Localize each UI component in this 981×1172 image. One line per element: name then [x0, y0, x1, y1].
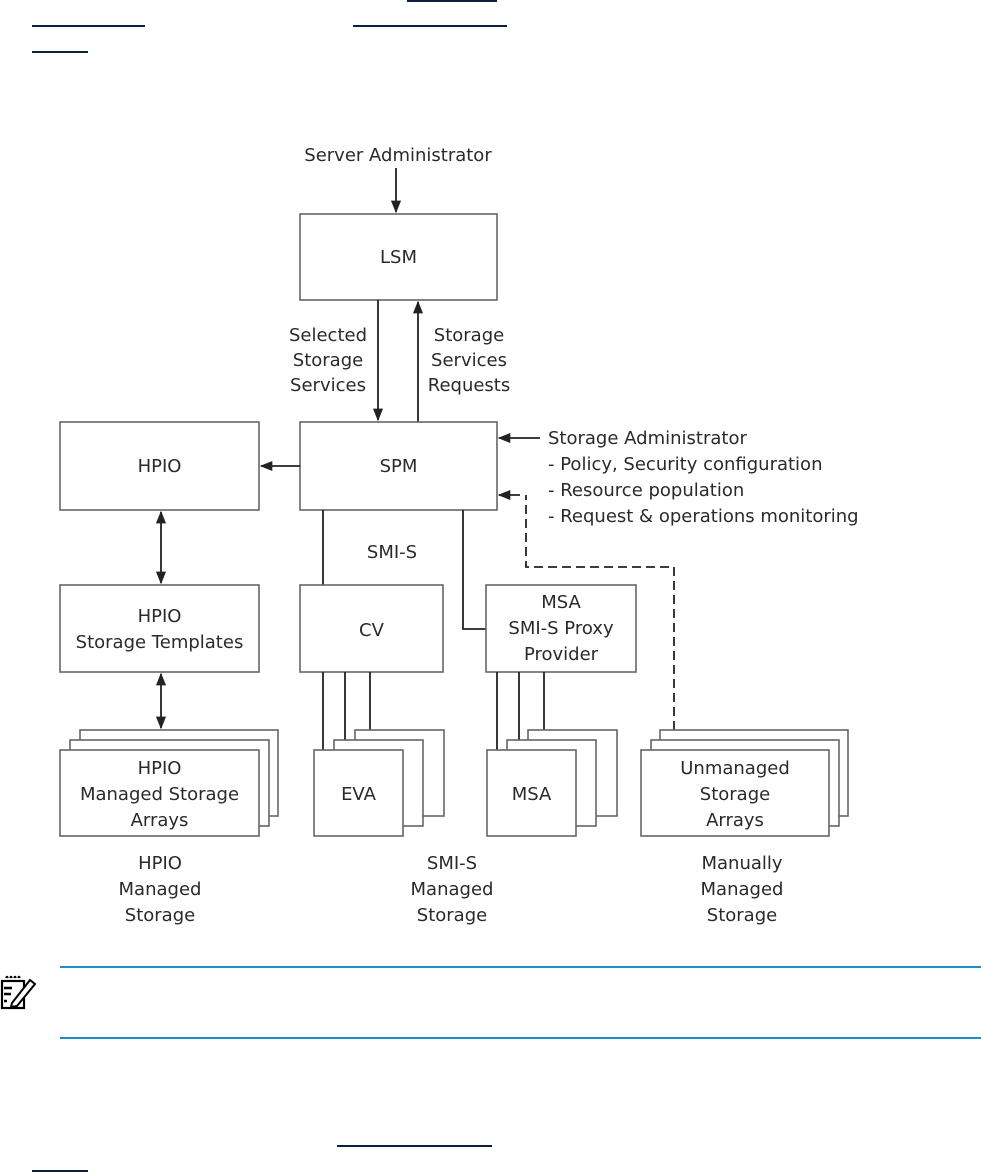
server-administrator-label: Server Administrator	[304, 145, 492, 166]
svg-text:Managed: Managed	[119, 879, 202, 900]
svg-text:- Request & operations monitor: - Request & operations monitoring	[548, 506, 859, 527]
smi-s-label: SMI-S	[367, 542, 417, 563]
selected-storage-services-label: Selected Storage Services	[289, 325, 367, 396]
svg-text:Storage: Storage	[434, 325, 504, 346]
link-underline[interactable]	[407, 0, 497, 2]
eva-stack: EVA	[313, 729, 445, 837]
svg-text:Managed: Managed	[701, 879, 784, 900]
lsm-box: LSM	[299, 213, 498, 301]
link-underline[interactable]	[32, 1170, 88, 1172]
svg-text:HPIO: HPIO	[138, 853, 182, 874]
svg-text:Storage: Storage	[707, 905, 777, 926]
storage-administrator-label: Storage Administrator - Policy, Security…	[548, 428, 859, 527]
note-top-rule	[60, 966, 981, 968]
svg-text:Provider: Provider	[524, 644, 599, 665]
unmanaged-storage-arrays-stack: Unmanaged Storage Arrays	[640, 729, 849, 837]
link-underline[interactable]	[32, 51, 88, 53]
hpio-storage-templates-box: HPIO Storage Templates	[59, 584, 260, 673]
svg-text:EVA: EVA	[341, 784, 377, 805]
hpio-box: HPIO	[59, 421, 260, 511]
svg-text:Services: Services	[290, 375, 366, 396]
lsm-label: LSM	[380, 247, 417, 268]
svg-text:Managed: Managed	[411, 879, 494, 900]
svg-text:Manually: Manually	[701, 853, 782, 874]
spm-box: SPM	[299, 421, 498, 511]
svg-text:Storage: Storage	[125, 905, 195, 926]
svg-text:Unmanaged: Unmanaged	[680, 758, 790, 779]
svg-text:- Resource population: - Resource population	[548, 480, 744, 501]
svg-text:Storage: Storage	[700, 784, 770, 805]
smi-s-managed-storage-caption: SMI-S Managed Storage	[411, 853, 494, 926]
svg-text:MSA: MSA	[512, 784, 552, 805]
spm-label: SPM	[380, 456, 418, 477]
svg-text:SMI-S: SMI-S	[427, 853, 477, 874]
link-underline[interactable]	[32, 25, 145, 27]
svg-text:CV: CV	[359, 620, 385, 641]
svg-text:Managed Storage: Managed Storage	[80, 784, 239, 805]
svg-text:MSA: MSA	[541, 592, 581, 613]
msa-smi-s-proxy-provider-box: MSA SMI-S Proxy Provider	[485, 584, 637, 673]
link-underline[interactable]	[353, 25, 507, 27]
svg-text:Services: Services	[431, 350, 507, 371]
storage-services-requests-label: Storage Services Requests	[428, 325, 511, 396]
svg-text:Requests: Requests	[428, 375, 511, 396]
hpio-label: HPIO	[138, 456, 182, 477]
hpio-managed-storage-caption: HPIO Managed Storage	[119, 853, 202, 926]
svg-text:Selected: Selected	[289, 325, 367, 346]
manually-managed-storage-caption: Manually Managed Storage	[701, 853, 784, 926]
spm-to-msa-proxy-line	[462, 510, 486, 630]
svg-text:HPIO: HPIO	[138, 758, 182, 779]
svg-text:SMI-S Proxy: SMI-S Proxy	[508, 618, 614, 639]
svg-text:Storage Templates: Storage Templates	[76, 632, 244, 653]
note-bottom-rule	[60, 1037, 981, 1039]
svg-text:- Policy, Security configurati: - Policy, Security configuration	[548, 454, 822, 475]
svg-text:Arrays: Arrays	[706, 810, 764, 831]
svg-text:HPIO: HPIO	[138, 606, 182, 627]
svg-text:Storage: Storage	[293, 350, 363, 371]
storage-architecture-diagram: Server Administrator LSM Selected Storag…	[59, 145, 859, 926]
svg-text:Storage Administrator: Storage Administrator	[548, 428, 747, 449]
link-underline[interactable]	[337, 1145, 492, 1147]
cv-box: CV	[299, 584, 444, 673]
svg-text:Arrays: Arrays	[131, 810, 189, 831]
svg-text:Storage: Storage	[417, 905, 487, 926]
msa-stack: MSA	[486, 729, 618, 837]
note-pencil-icon	[0, 975, 37, 1010]
hpio-managed-storage-arrays-stack: HPIO Managed Storage Arrays	[59, 729, 279, 837]
